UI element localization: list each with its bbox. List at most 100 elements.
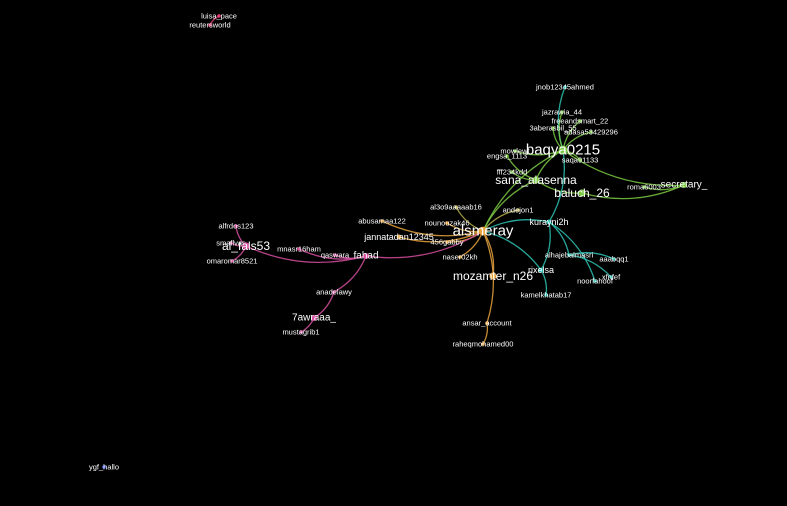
node-dot[interactable] bbox=[489, 272, 497, 280]
node-3aberasbil_55[interactable]: 3aberasbil_55 bbox=[529, 124, 576, 133]
node-ygf_hallo[interactable]: ygf_hallo bbox=[89, 463, 119, 472]
node-naser02kh[interactable]: naser02kh bbox=[442, 253, 477, 262]
node-dot[interactable] bbox=[311, 315, 317, 321]
node-dot[interactable] bbox=[609, 275, 613, 279]
node-kurayni2h[interactable]: kurayni2h bbox=[529, 217, 568, 227]
node-dot[interactable] bbox=[612, 257, 616, 261]
node-dot[interactable] bbox=[454, 205, 458, 209]
node-dot[interactable] bbox=[681, 182, 687, 188]
node-mustagrib1[interactable]: mustagrib1 bbox=[282, 328, 319, 337]
node-baluch_26[interactable]: baluch_26 bbox=[554, 186, 610, 200]
node-dot[interactable] bbox=[380, 219, 384, 223]
node-roma6003[interactable]: roma6003 bbox=[627, 183, 661, 192]
node-fahad[interactable]: fahad bbox=[353, 251, 378, 262]
node-smaflvas[interactable]: smaflvas bbox=[216, 239, 246, 248]
node-label: omaromar8521 bbox=[207, 257, 258, 266]
node-al_fals53[interactable]: al_fals53 bbox=[222, 239, 270, 253]
node-456gabby[interactable]: 456gabby bbox=[431, 238, 464, 247]
node-dot[interactable] bbox=[510, 170, 514, 174]
node-dot[interactable] bbox=[234, 224, 238, 228]
node-dot[interactable] bbox=[102, 465, 106, 469]
node-label: fahad bbox=[353, 251, 378, 262]
node-dot[interactable] bbox=[578, 119, 582, 123]
node-dot[interactable] bbox=[538, 267, 544, 273]
node-dot[interactable] bbox=[532, 176, 540, 184]
node-dot[interactable] bbox=[445, 240, 449, 244]
node-dot[interactable] bbox=[458, 255, 462, 259]
node-dot[interactable] bbox=[485, 321, 489, 325]
node-dot[interactable] bbox=[332, 290, 336, 294]
node-alfrdos123[interactable]: alfrdos123 bbox=[218, 222, 253, 231]
node-sana_alasenna[interactable]: sana_alasenna bbox=[495, 173, 577, 187]
node-xfnfef[interactable]: xfnfef bbox=[602, 273, 621, 282]
node-dot[interactable] bbox=[363, 253, 369, 259]
node-dot[interactable] bbox=[230, 259, 234, 263]
node-dot[interactable] bbox=[551, 126, 555, 130]
node-dot[interactable] bbox=[593, 279, 597, 283]
node-label: jnob12345ahmed bbox=[535, 83, 594, 92]
node-al3o9aaaaab16[interactable]: al3o9aaaaab16 bbox=[430, 203, 482, 212]
node-andejon1[interactable]: andejon1 bbox=[503, 206, 534, 215]
node-dot[interactable] bbox=[445, 221, 449, 225]
node-7awraaa_[interactable]: 7awraaa_ bbox=[292, 313, 336, 324]
node-adasa53429296[interactable]: adasa53429296 bbox=[564, 128, 618, 137]
node-raheqmohamed00[interactable]: raheqmohamed00 bbox=[453, 340, 514, 349]
node-dot[interactable] bbox=[396, 234, 402, 240]
node-label: aaabqq1 bbox=[599, 255, 628, 264]
node-nounouzak46[interactable]: nounouzak46 bbox=[424, 219, 469, 228]
node-aaabqq1[interactable]: aaabqq1 bbox=[599, 255, 628, 264]
node-dot[interactable] bbox=[558, 145, 568, 155]
node-mowlewt[interactable]: mowlewt bbox=[500, 147, 530, 156]
node-anadelawy[interactable]: anadelawy bbox=[316, 288, 352, 297]
node-alhajebalmasri[interactable]: alhajebalmasri bbox=[545, 251, 594, 260]
node-dot[interactable] bbox=[217, 14, 221, 18]
node-label: nounouzak46 bbox=[424, 219, 469, 228]
node-omaromar8521[interactable]: omaromar8521 bbox=[207, 257, 258, 266]
node-reutersworld[interactable]: reutersworld bbox=[189, 21, 230, 30]
edge-al_fals53-fahad bbox=[245, 245, 367, 263]
node-label: anadelawy bbox=[316, 288, 352, 297]
node-dot[interactable] bbox=[544, 293, 548, 297]
node-dot[interactable] bbox=[563, 85, 567, 89]
node-dot[interactable] bbox=[578, 158, 582, 162]
node-dot[interactable] bbox=[513, 149, 517, 153]
node-jazrawia_44[interactable]: jazrawia_44 bbox=[541, 108, 582, 117]
node-dot[interactable] bbox=[242, 242, 250, 250]
node-mozamter_n26[interactable]: mozamter_n26 bbox=[453, 269, 533, 283]
node-freeandsmart_22[interactable]: freeandsmart_22 bbox=[552, 117, 609, 126]
node-kamelkhatab17[interactable]: kamelkhatab17 bbox=[521, 291, 572, 300]
node-dot[interactable] bbox=[578, 189, 586, 197]
node-dot[interactable] bbox=[560, 110, 564, 114]
node-dot[interactable] bbox=[481, 342, 485, 346]
node-luisa_pace[interactable]: luisa_pace bbox=[201, 12, 237, 21]
node-dot[interactable] bbox=[333, 253, 337, 257]
node-noorfahoof[interactable]: noorfahoof bbox=[577, 277, 614, 286]
node-jnob12345ahmed[interactable]: jnob12345ahmed bbox=[535, 83, 594, 92]
node-mnasr16ham[interactable]: mnasr16ham bbox=[277, 245, 321, 254]
node-engsa_1113[interactable]: engsa_1113 bbox=[487, 152, 527, 161]
node-dot[interactable] bbox=[297, 247, 301, 251]
node-saqa91133[interactable]: saqa91133 bbox=[562, 156, 599, 165]
node-ansar_account[interactable]: ansar_account bbox=[462, 319, 512, 328]
node-dot[interactable] bbox=[642, 185, 646, 189]
node-baqya0215[interactable]: baqya0215 bbox=[526, 142, 600, 159]
node-jannatadan12345[interactable]: jannatadan12345 bbox=[363, 232, 434, 242]
node-dot[interactable] bbox=[567, 253, 571, 257]
node-dot[interactable] bbox=[478, 226, 488, 236]
edge-aaabqq1-alhajebalmasri bbox=[568, 252, 615, 260]
node-label: xfnfef bbox=[602, 273, 621, 282]
node-dot[interactable] bbox=[299, 330, 303, 334]
edge-abusamaa122-alsmeray bbox=[381, 220, 484, 237]
node-fff234kdd[interactable]: fff234kdd bbox=[497, 168, 528, 177]
node-dot[interactable] bbox=[229, 241, 233, 245]
node-rixelsa[interactable]: rixelsa bbox=[528, 265, 554, 275]
node-dot[interactable] bbox=[505, 154, 509, 158]
node-qaswara[interactable]: qaswara bbox=[321, 251, 350, 260]
node-dot[interactable] bbox=[516, 208, 520, 212]
node-dot[interactable] bbox=[546, 219, 552, 225]
node-dot[interactable] bbox=[208, 23, 212, 27]
node-abusamaa122[interactable]: abusamaa122 bbox=[358, 217, 406, 226]
node-dot[interactable] bbox=[589, 130, 593, 134]
node-secretary_[interactable]: secretary_ bbox=[661, 180, 708, 191]
node-alsmeray[interactable]: alsmeray bbox=[453, 223, 514, 240]
